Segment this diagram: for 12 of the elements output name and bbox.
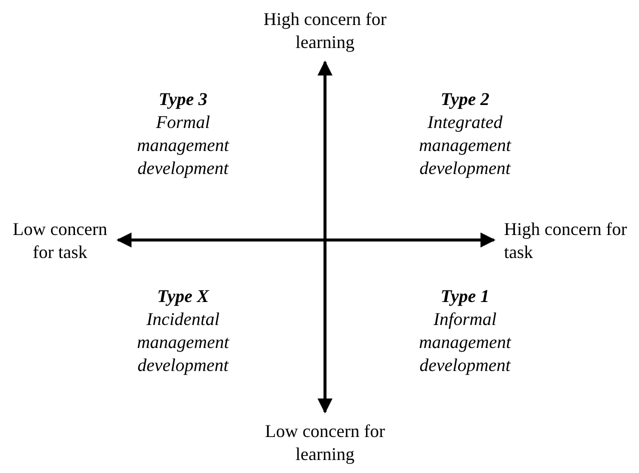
- quadrant-description: Formal management development: [136, 111, 230, 180]
- axis-label: Low concern for task: [12, 218, 108, 264]
- quadrant-description: Integrated management development: [418, 111, 512, 180]
- type-heading: Type 3: [158, 88, 208, 111]
- type-heading: Type 2: [440, 88, 490, 111]
- axis-label: Low concern for learning: [264, 420, 386, 466]
- axis-label: High concern for task: [504, 218, 628, 264]
- axis-label: High concern for learning: [262, 8, 388, 54]
- type-heading: Type 1: [440, 285, 490, 308]
- type-heading: Type X: [156, 285, 210, 308]
- quadrant-description: Incidental management development: [136, 308, 230, 377]
- quadrant-description: Informal management development: [418, 308, 512, 377]
